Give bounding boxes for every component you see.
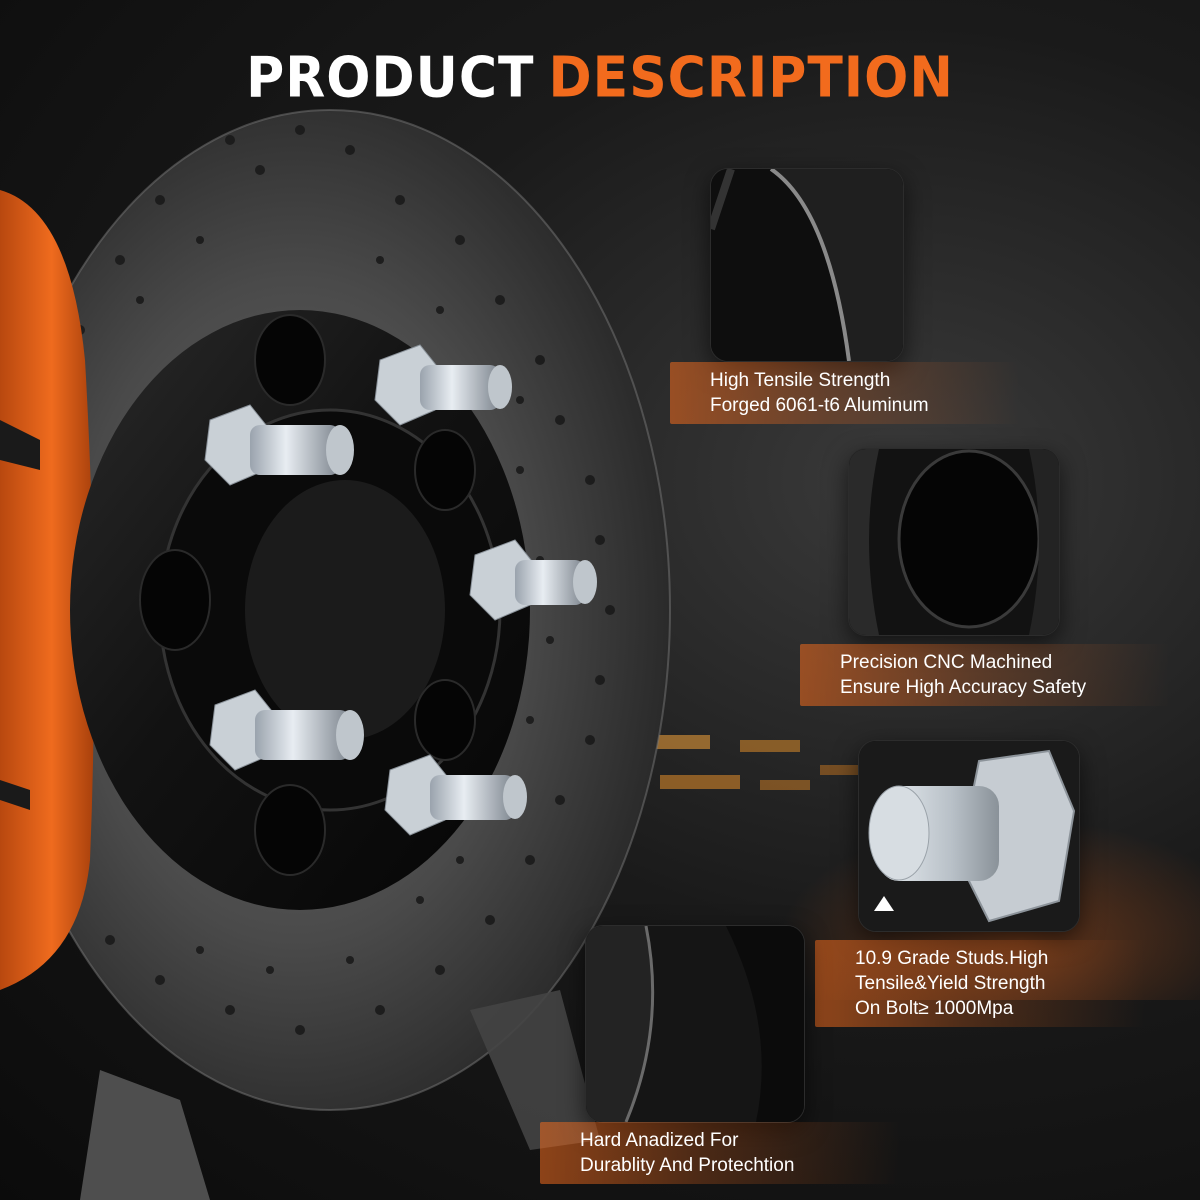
feature-caption-line: 10.9 Grade Studs.High <box>855 948 1049 969</box>
feature-caption-line: Forged 6061-t6 Aluminum <box>710 395 929 416</box>
feature-caption-line: Ensure High Accuracy Safety <box>840 677 1087 698</box>
feature-caption-line: On Bolt≥ 1000Mpa <box>855 998 1014 1019</box>
feature-card-cnc <box>848 448 1060 636</box>
feature-card-anodized <box>585 925 805 1123</box>
feature-caption-line: Durablity And Protechtion <box>580 1155 795 1176</box>
spacer-edge-closeup-icon <box>711 169 903 361</box>
feature-caption-forged: High Tensile Strength Forged 6061-t6 Alu… <box>670 362 1020 424</box>
wheel-studs <box>204 344 597 836</box>
feature-caption-studs: 10.9 Grade Studs.High Tensile&Yield Stre… <box>815 940 1145 1027</box>
feature-caption-line: High Tensile Strength <box>710 370 891 391</box>
anodized-surface-closeup-icon <box>586 926 804 1122</box>
wheel-stud-closeup-icon <box>859 741 1079 931</box>
spacer-bore-closeup-icon <box>849 449 1059 635</box>
rotor-drill-holes <box>75 125 615 1035</box>
feature-card-studs <box>858 740 1080 932</box>
title-word-product: PRODUCT <box>246 45 535 111</box>
feature-caption-cnc: Precision CNC Machined Ensure High Accur… <box>800 644 1170 706</box>
feature-caption-line: Hard Anadized For <box>580 1130 739 1151</box>
rotor-stand-left <box>80 1070 210 1200</box>
feature-caption-anodized: Hard Anadized For Durablity And Protecht… <box>540 1122 900 1184</box>
feature-caption-line: Tensile&Yield Strength <box>855 973 1046 994</box>
rotor-stand-right <box>470 990 600 1150</box>
title-word-description: DESCRIPTION <box>548 45 954 111</box>
feature-card-forged <box>710 168 904 362</box>
feature-caption-line: Precision CNC Machined <box>840 652 1053 673</box>
